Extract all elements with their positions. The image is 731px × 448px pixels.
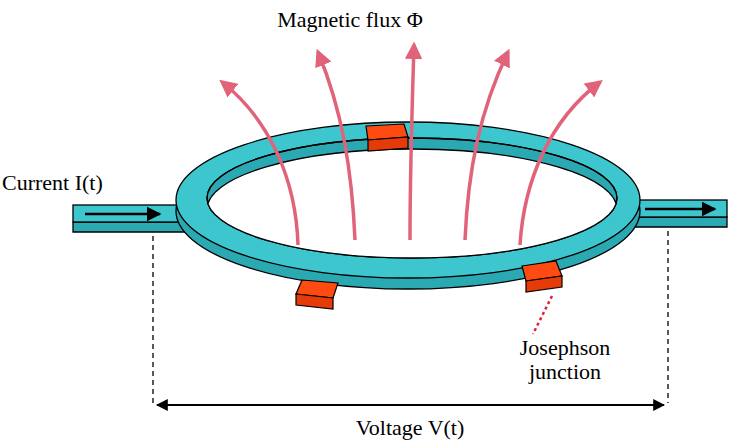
flux-label: Magnetic flux Φ [277, 8, 423, 32]
superconducting-ring [176, 122, 640, 289]
junction-label: Josephson junction [505, 336, 625, 384]
current-label: Current I(t) [2, 171, 103, 195]
leader-line [533, 296, 552, 334]
flux-lines [222, 45, 600, 245]
voltage-label: Voltage V(t) [352, 416, 469, 440]
voltage-marker [153, 231, 668, 405]
